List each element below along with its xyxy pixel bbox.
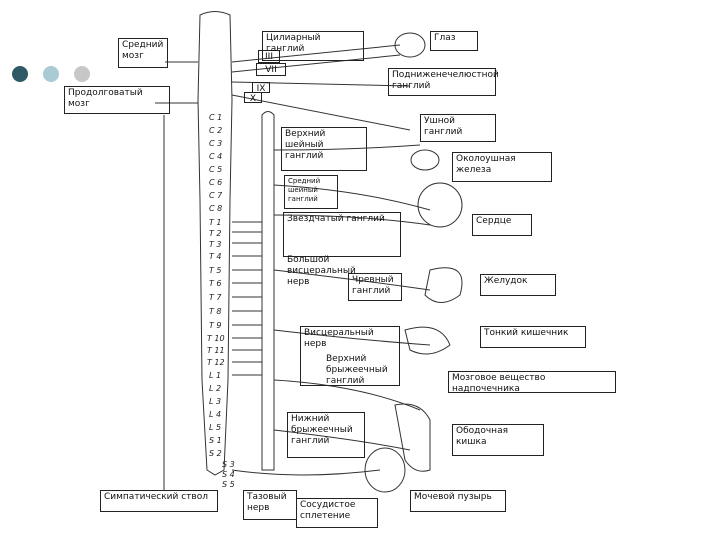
label-parotid-gland: Околоушная железа	[452, 152, 552, 182]
segment-l5: L 5	[209, 423, 222, 432]
eye-organ	[394, 32, 426, 58]
segment-t12: T 12	[207, 358, 225, 367]
segment-t7: T 7	[209, 293, 222, 302]
slide-dot-3	[74, 66, 90, 82]
segment-c5: C 5	[209, 165, 223, 174]
label-greater-splanchnic-nerve: Большой висцеральный нерв	[287, 255, 356, 287]
segment-t2: T 2	[209, 229, 222, 238]
segment-c2: C 2	[209, 126, 223, 135]
segment-t10: T 10	[207, 334, 225, 343]
intestine-organ	[404, 326, 451, 355]
segment-l1: L 1	[209, 371, 222, 380]
label-superior-cervical-ganglion: Верхний шейный ганглий	[281, 127, 367, 171]
segment-l4: L 4	[209, 410, 222, 419]
segment-l2: L 2	[209, 384, 222, 393]
label-stomach: Желудок	[480, 274, 556, 296]
label-superior-mesenteric-ganglion: Верхний брыжеечный ганглий	[326, 354, 388, 386]
segment-c7: C 7	[209, 191, 223, 200]
bladder-organ	[364, 447, 406, 493]
segment-t1: T 1	[209, 218, 222, 227]
label-ciliary-ganglion: Цилиарный ганглий	[262, 31, 364, 61]
segment-t4: T 4	[209, 252, 222, 261]
heart-organ	[417, 182, 463, 228]
label-heart: Сердце	[472, 214, 532, 236]
segment-c1: C 1	[209, 113, 223, 122]
label-small-intestine: Тонкий кишечник	[480, 326, 586, 348]
label-pelvic-nerve: Тазовый нерв	[243, 490, 297, 520]
segment-t11: T 11	[207, 346, 225, 355]
segment-s5: S 5	[222, 480, 235, 489]
label-eye: Глаз	[430, 31, 478, 51]
segment-t9: T 9	[209, 321, 222, 330]
segment-c8: C 8	[209, 204, 223, 213]
label-adrenal-medulla: Мозговое вещество надпочечника	[448, 371, 616, 394]
label-vascular-plexus: Сосудистое сплетение	[296, 498, 378, 528]
stomach-organ	[424, 267, 463, 303]
segment-t8: T 8	[209, 307, 222, 316]
segment-t3: T 3	[209, 240, 222, 249]
segment-t5: T 5	[209, 266, 222, 275]
segment-s3: S 3	[222, 460, 235, 469]
label-otic-ganglion: Ушной ганглий	[420, 114, 496, 142]
colon-organ	[394, 403, 431, 472]
label-midbrain: Средний мозг	[118, 38, 168, 68]
segment-c3: C 3	[209, 139, 223, 148]
label-submandibular-ganglion: Подниженечелюстной ганглий	[388, 68, 499, 96]
segment-s1: S 1	[209, 436, 222, 445]
label-inferior-mesenteric-ganglion: Нижний брыжеечный ганглий	[287, 412, 365, 458]
label-bladder: Мочевой пузырь	[410, 490, 506, 512]
spinal-cord	[197, 11, 233, 476]
segment-s2: S 2	[209, 449, 222, 458]
label-medulla: Продолговатый мозг	[64, 86, 170, 114]
slide-dot-1	[12, 66, 28, 82]
cranial-nerve-iii: III	[258, 50, 280, 63]
label-celiac-ganglion: Чревный ганглий	[348, 273, 402, 301]
sympathetic-chain	[261, 111, 275, 471]
segment-s4: S 4	[222, 470, 235, 479]
segment-c4: C 4	[209, 152, 223, 161]
segment-c6: C 6	[209, 178, 223, 187]
parotid-organ	[410, 149, 440, 171]
label-visceral-nerve: Висцеральный нерв	[300, 326, 400, 386]
cranial-nerve-x: X	[244, 92, 262, 104]
cranial-nerve-vii: VII	[256, 63, 286, 76]
label-stellate-ganglion: Звездчатый ганглий	[283, 212, 401, 257]
segment-t6: T 6	[209, 279, 222, 288]
label-middle-cervical-ganglion: Средний шейный ганглий	[284, 175, 338, 209]
label-sympathetic-trunk: Симпатический ствол	[100, 490, 218, 512]
slide-dot-2	[43, 66, 59, 82]
segment-l3: L 3	[209, 397, 222, 406]
label-colon: Ободочная кишка	[452, 424, 544, 456]
